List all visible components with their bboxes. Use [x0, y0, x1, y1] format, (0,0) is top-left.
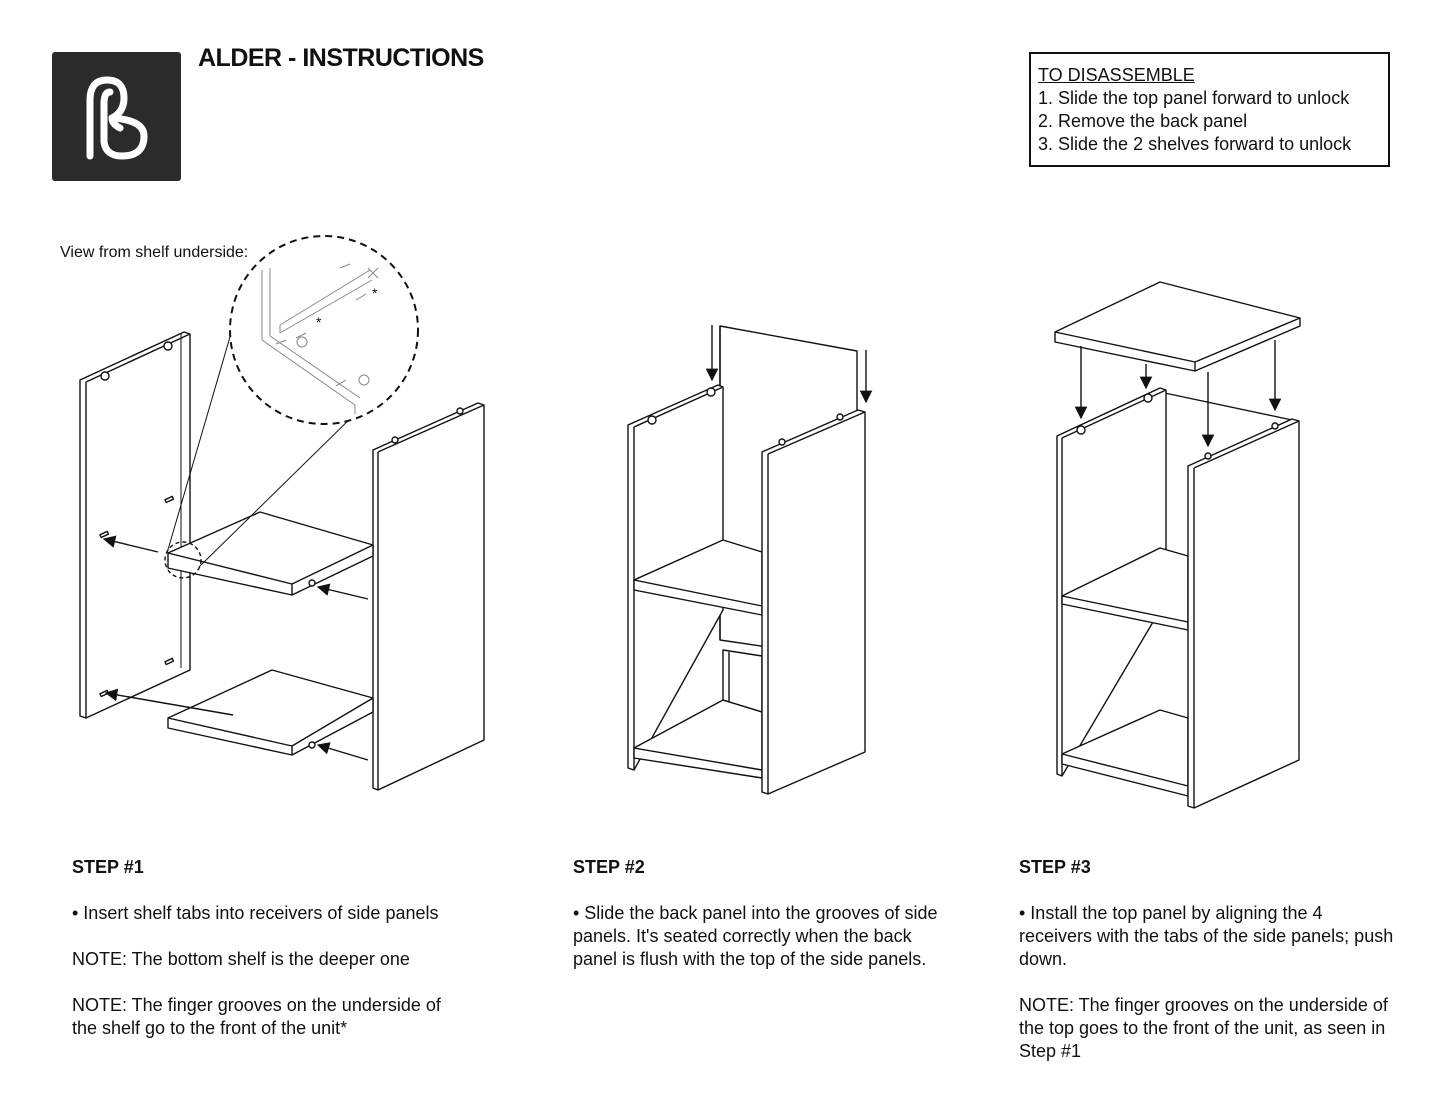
step-3: STEP #3 • Install the top panel by align…	[1019, 856, 1399, 1086]
brand-b-logo-icon	[52, 52, 181, 181]
step3-drawing	[1054, 281, 1301, 809]
disassemble-item: 2. Remove the back panel	[1038, 111, 1248, 131]
inset-marker: *	[316, 314, 322, 330]
step-text: • Insert shelf tabs into receivers of si…	[72, 903, 439, 923]
right-side-panel	[372, 402, 485, 791]
step-1: STEP #1 • Insert shelf tabs into receive…	[72, 856, 452, 1063]
step-title: STEP #2	[573, 857, 645, 877]
disassemble-item: 1. Slide the top panel forward to unlock	[1038, 88, 1350, 108]
step-text: • Install the top panel by aligning the …	[1019, 903, 1394, 969]
assembly-illustration: * *	[79, 235, 1301, 809]
right-side-panel	[1187, 418, 1300, 809]
step-note: NOTE: The finger grooves on the undersid…	[72, 995, 441, 1038]
upper-shelf	[167, 511, 374, 596]
step-2: STEP #2 • Slide the back panel into the …	[573, 856, 953, 994]
disassemble-box: TO DISASSEMBLE 1. Slide the top panel fo…	[1029, 52, 1390, 167]
inset-marker: *	[372, 285, 378, 301]
page-title: ALDER - INSTRUCTIONS	[198, 44, 484, 72]
underside-detail-inset	[229, 235, 419, 425]
right-side-panel	[761, 409, 866, 795]
left-side-panel	[79, 331, 191, 719]
step1-drawing: * *	[79, 235, 485, 791]
step-note: NOTE: The bottom shelf is the deeper one	[72, 949, 410, 969]
step-text: • Slide the back panel into the grooves …	[573, 903, 938, 969]
disassemble-item: 3. Slide the 2 shelves forward to unlock	[1038, 134, 1352, 154]
inset-label: View from shelf underside:	[60, 244, 249, 261]
step-title: STEP #1	[72, 857, 144, 877]
step-note: NOTE: The finger grooves on the undersid…	[1019, 995, 1388, 1061]
lower-shelf	[167, 669, 374, 756]
brand-logo	[52, 52, 181, 181]
disassemble-heading: TO DISASSEMBLE	[1038, 65, 1195, 85]
step-title: STEP #3	[1019, 857, 1091, 877]
top-panel	[1054, 281, 1301, 372]
step2-drawing	[627, 325, 873, 795]
